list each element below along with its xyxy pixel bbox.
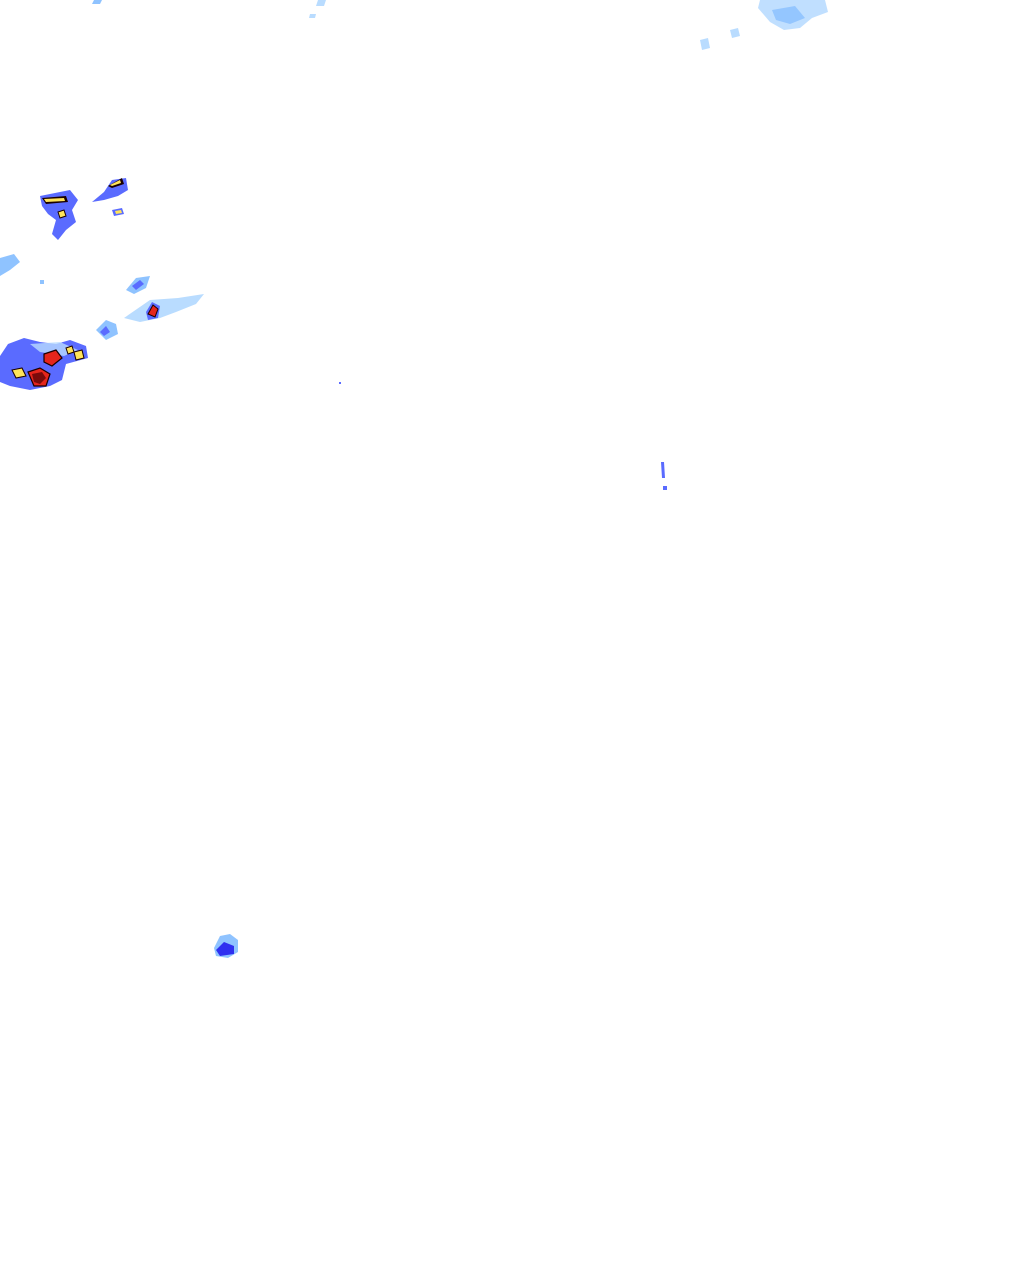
precipitation-cell-north-west-a	[40, 190, 78, 240]
precipitation-cell-south	[214, 934, 238, 958]
precipitation-cell-west-edge	[0, 254, 44, 284]
precipitation-streak-east	[661, 462, 667, 490]
precipitation-speck-center	[339, 382, 341, 384]
precipitation-cell-south-west-cluster	[0, 338, 88, 390]
precipitation-cell-top-right	[92, 0, 828, 50]
precipitation-cell-north-west-b	[92, 178, 128, 216]
precipitation-band-central-west	[96, 276, 204, 340]
